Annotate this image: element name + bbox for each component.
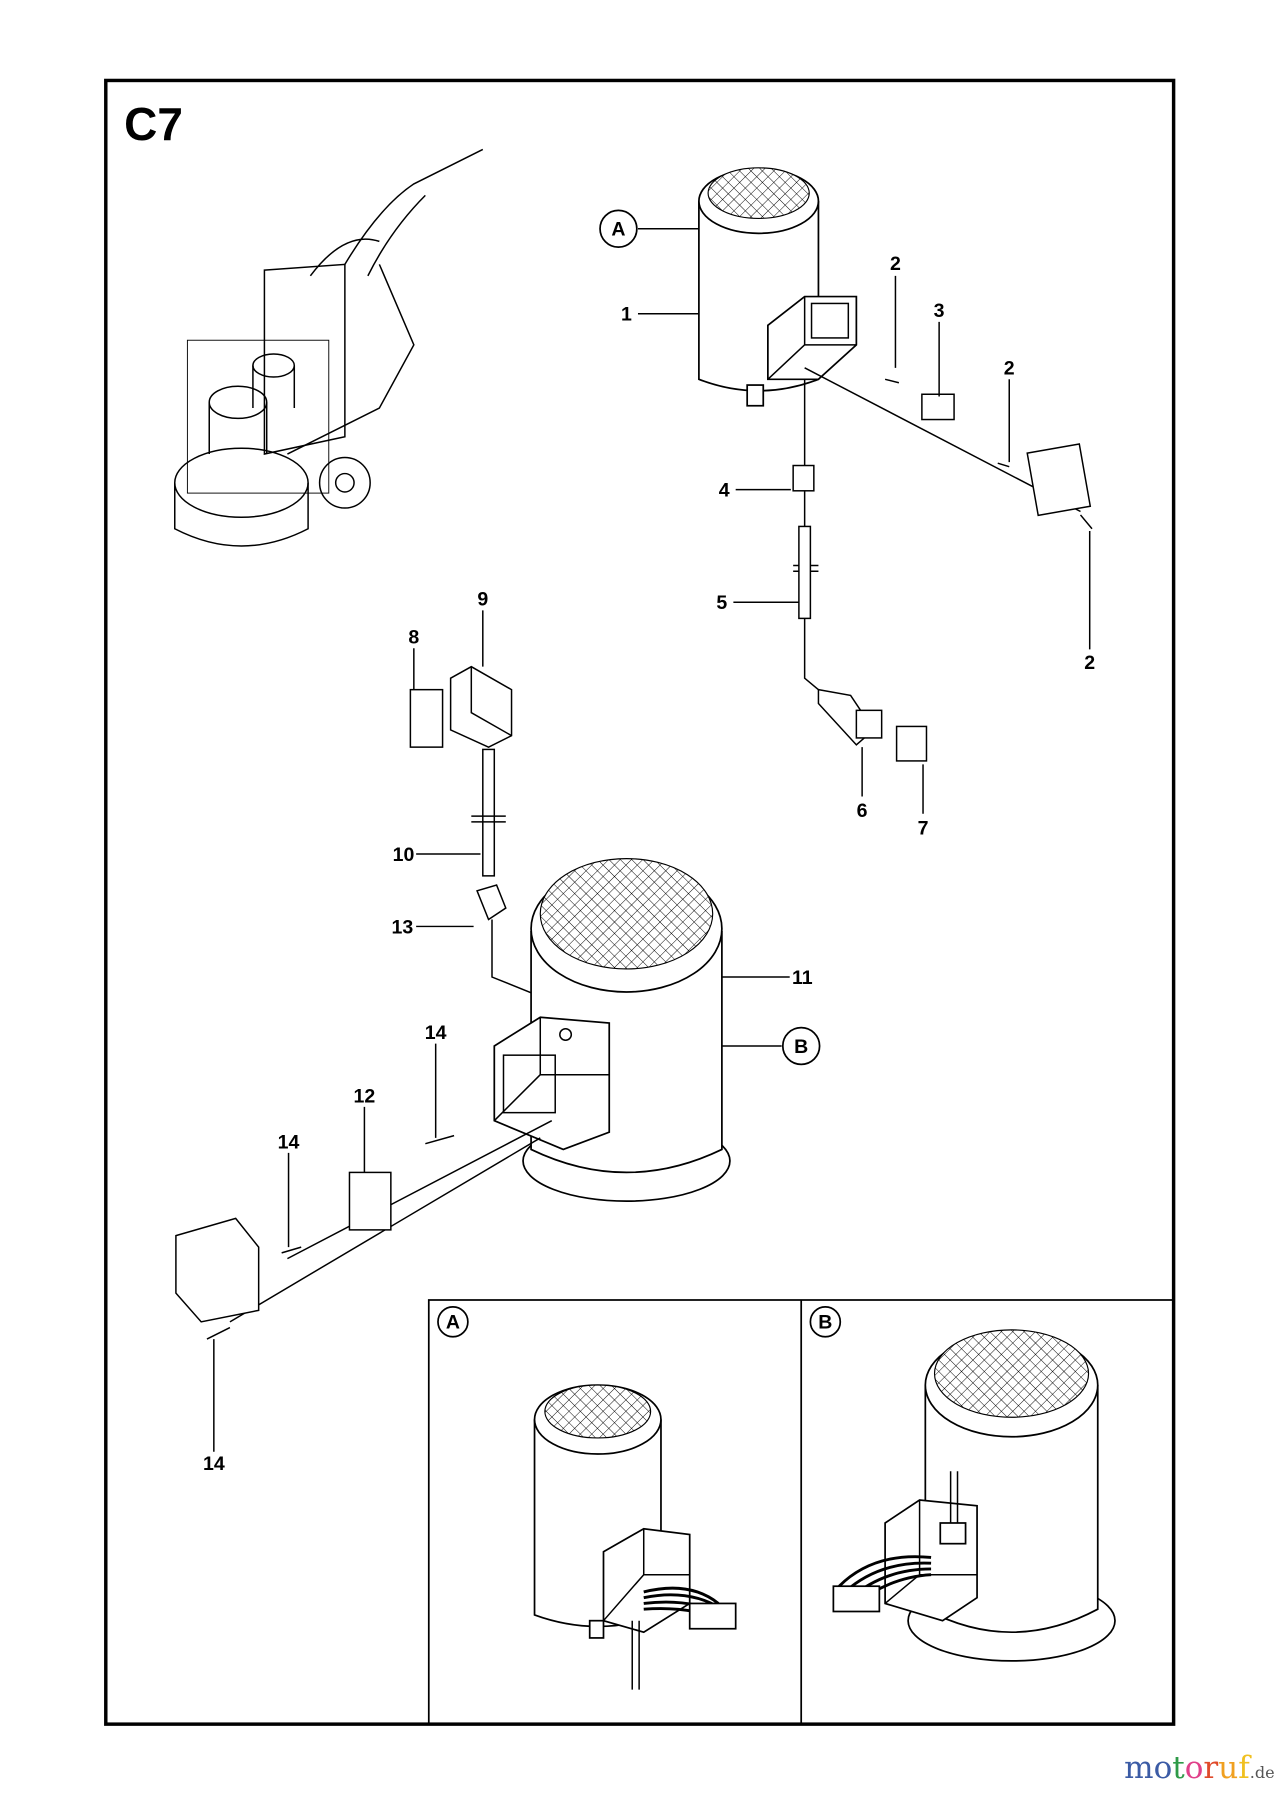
inset-a-label: A — [446, 1312, 460, 1334]
part-number: 3 — [934, 300, 945, 322]
part-number: 8 — [408, 627, 419, 649]
part-number: 1 — [621, 304, 632, 326]
part-number: 4 — [719, 480, 730, 502]
svg-text:B: B — [794, 1036, 808, 1058]
svg-text:motoruf.de: motoruf.de — [1124, 1750, 1274, 1786]
part-number: 2 — [890, 253, 901, 275]
motor-a — [698, 167, 858, 407]
part-number: 2 — [1084, 652, 1095, 674]
part-number: 14 — [278, 1131, 300, 1153]
machine-overview — [174, 148, 484, 547]
inset-b-motor — [832, 1329, 1116, 1662]
watermark-logo: motoruf.de — [1124, 1750, 1274, 1786]
motor-b-parts — [175, 1120, 553, 1340]
part-numbers: 1 2 3 2 4 5 2 6 7 8 9 10 13 11 14 12 14 … — [203, 253, 1095, 1475]
detail-insets: A B — [427, 1299, 1175, 1725]
diagram-title: C7 — [124, 98, 183, 150]
motor-b — [493, 858, 731, 1203]
leader-lines — [213, 227, 1091, 1452]
part-number: 14 — [425, 1022, 447, 1044]
svg-text:A: A — [611, 219, 625, 241]
part-number: 14 — [203, 1453, 225, 1475]
part-number: 5 — [716, 592, 727, 614]
part-number: 11 — [792, 967, 813, 989]
part-number: 12 — [354, 1085, 376, 1107]
part-number: 6 — [857, 800, 868, 822]
inset-b-label: B — [818, 1312, 832, 1334]
inset-a-motor — [533, 1384, 737, 1690]
part-number: 7 — [918, 817, 929, 839]
part-number: 10 — [393, 844, 415, 866]
callout-b: B — [781, 1026, 821, 1066]
part-number: 2 — [1004, 358, 1015, 380]
part-number: 9 — [477, 589, 488, 611]
callout-a: A — [599, 209, 638, 248]
part-number: 13 — [391, 916, 413, 938]
motor-a-parts — [792, 367, 1093, 762]
